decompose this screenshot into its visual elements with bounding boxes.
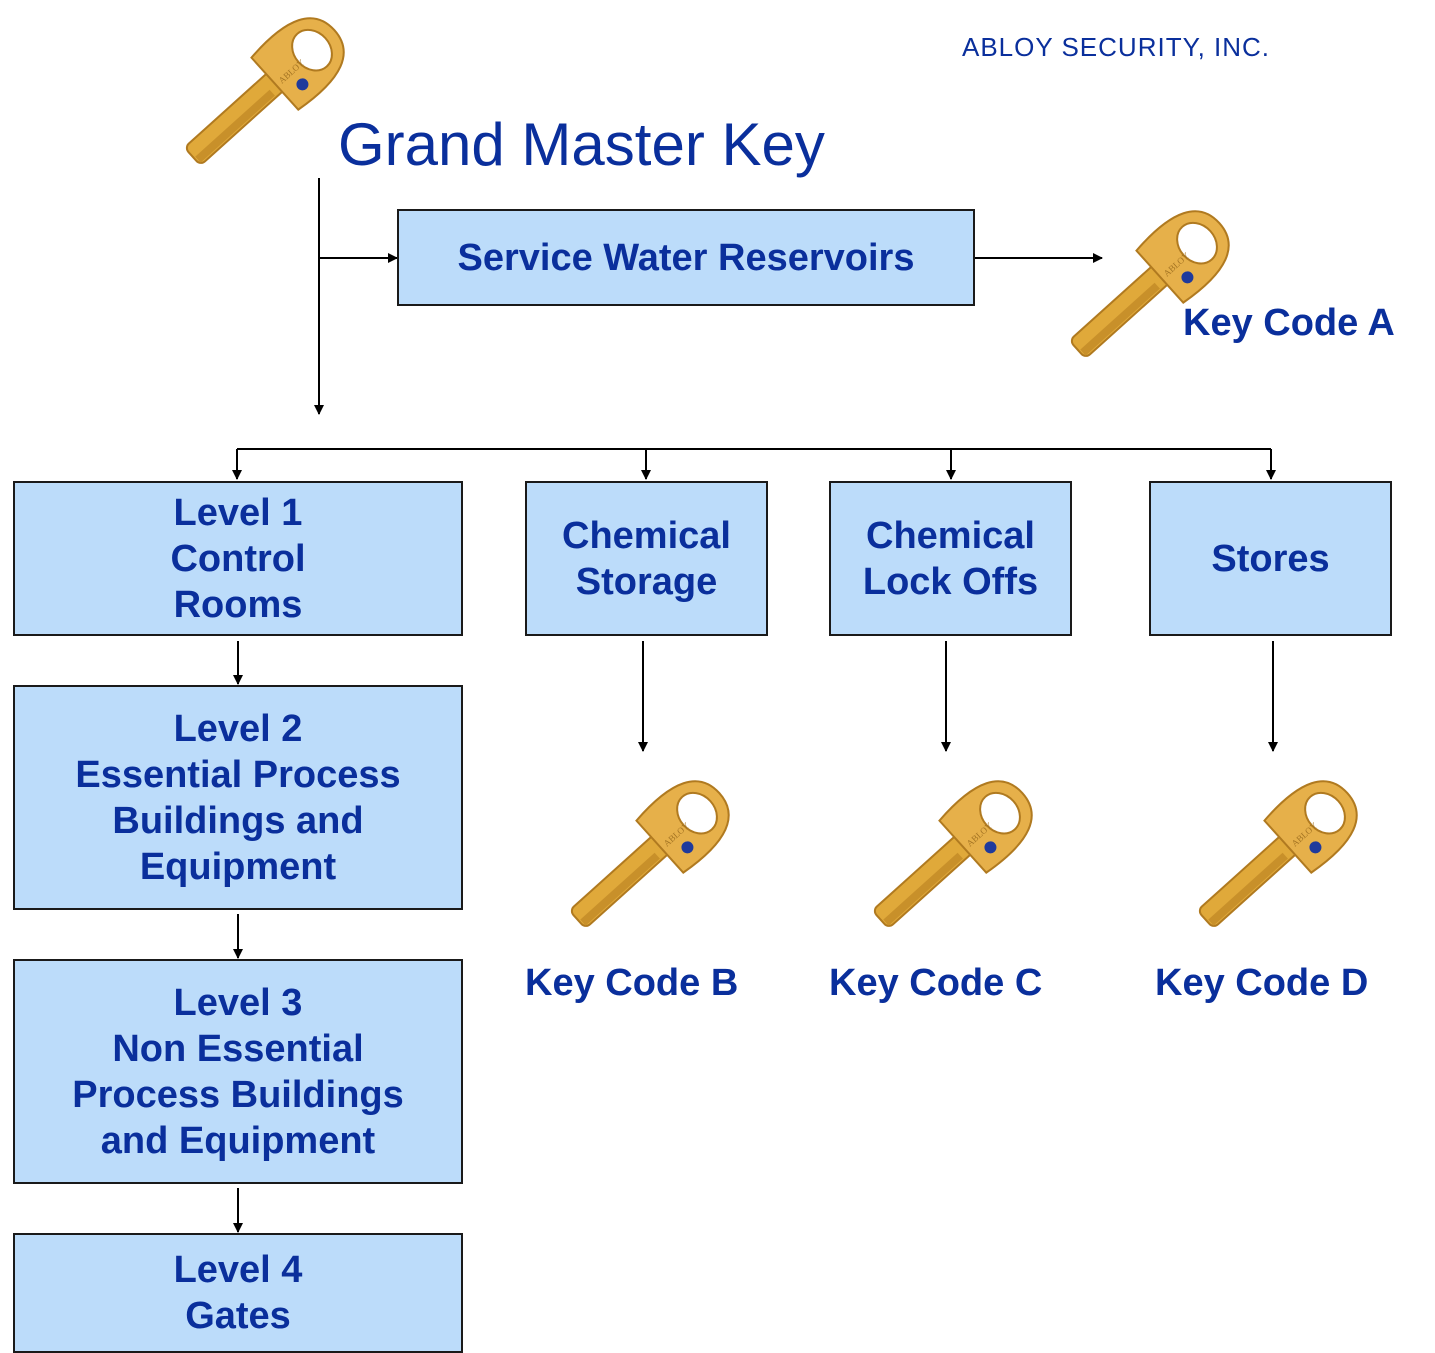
level-4-box: Level 4 Gates <box>13 1233 463 1353</box>
key-code-d-label: Key Code D <box>1155 962 1369 1004</box>
service-water-reservoirs-box: Service Water Reservoirs <box>397 209 975 306</box>
chemical-lock-offs-box: Chemical Lock Offs <box>829 481 1072 636</box>
key-icon: ABLOY <box>150 2 370 192</box>
key-code-a-label: Key Code A <box>1183 302 1395 344</box>
key-icon: ABLOY <box>1163 765 1383 955</box>
key-icon: ABLOY <box>535 765 755 955</box>
key-icon: ABLOY <box>1035 195 1255 385</box>
stores-box: Stores <box>1149 481 1392 636</box>
key-code-c-label: Key Code C <box>829 962 1043 1004</box>
key-icon: ABLOY <box>838 765 1058 955</box>
level-2-box: Level 2 Essential Process Buildings and … <box>13 685 463 910</box>
diagram-title: Grand Master Key <box>338 111 825 178</box>
level-3-box: Level 3 Non Essential Process Buildings … <box>13 959 463 1184</box>
key-code-b-label: Key Code B <box>525 962 739 1004</box>
chemical-storage-box: Chemical Storage <box>525 481 768 636</box>
level-1-box: Level 1 Control Rooms <box>13 481 463 636</box>
company-name: ABLOY SECURITY, INC. <box>962 32 1271 62</box>
